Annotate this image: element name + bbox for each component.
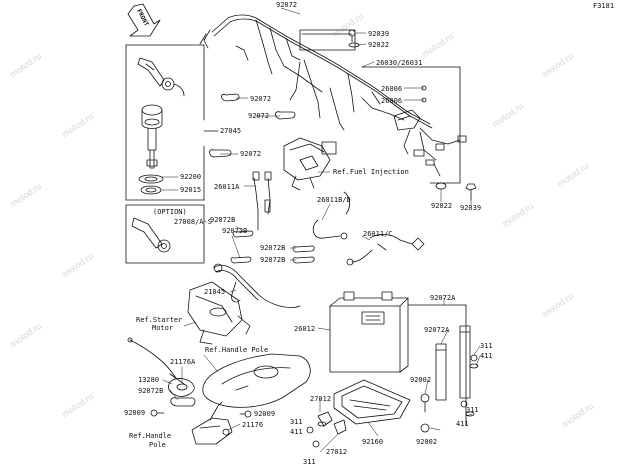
part-label[interactable]: 92022 [368, 41, 390, 49]
wiring-branch [403, 127, 467, 177]
part-label[interactable]: 92039 [368, 30, 390, 38]
part-label[interactable]: 26011B/D [317, 196, 351, 204]
part-label[interactable]: 21045 [204, 288, 226, 296]
part-label[interactable]: 27045 [220, 127, 242, 135]
ref-handle-pole-label[interactable]: Ref.Handle Pole [205, 346, 269, 354]
ignition-key [137, 57, 185, 97]
handle-pole-cover [202, 353, 311, 408]
washer-92022-lower [435, 182, 447, 190]
part-label[interactable]: 27008/A-S [174, 218, 212, 226]
front-arrow [127, 3, 161, 37]
terminal-27012 [317, 411, 347, 435]
connector-26030 [393, 85, 427, 131]
part-label[interactable]: 26011/C [363, 230, 393, 238]
ignition-coil [283, 137, 337, 191]
screw-92009 [150, 409, 252, 418]
part-label[interactable]: 26011A [214, 183, 240, 191]
callout-box-26030 [361, 66, 461, 184]
option-key [131, 217, 171, 253]
option-box [125, 204, 205, 264]
callout-box-92072a [407, 304, 467, 426]
part-label[interactable]: 411 [290, 428, 303, 436]
part-label[interactable]: 92002 [416, 438, 438, 446]
washer-92022 [348, 42, 360, 48]
sensor-26011c [346, 234, 425, 266]
part-label[interactable]: 92072A [424, 326, 450, 334]
option-label: (OPTION) [153, 208, 187, 216]
starter-motor [187, 281, 251, 345]
strap-92072a [435, 325, 471, 401]
part-label[interactable]: 92200 [180, 173, 202, 181]
bolt-92002 [420, 393, 430, 433]
part-label[interactable]: 26006 [381, 85, 403, 93]
part-label[interactable]: 92009 [124, 409, 146, 417]
ref-starter-motor-label[interactable]: Motor [152, 324, 174, 332]
nut-311-411 [306, 354, 479, 448]
part-label[interactable]: 26006 [381, 97, 403, 105]
bolt-92039 [348, 29, 356, 43]
part-label[interactable]: 27012 [326, 448, 348, 456]
part-label[interactable]: 92072 [240, 150, 262, 158]
part-label[interactable]: 411 [456, 420, 469, 428]
part-label[interactable]: 92022 [431, 202, 453, 210]
battery-tray [333, 379, 411, 425]
part-label[interactable]: 92160 [362, 438, 384, 446]
callout-box-27045 [125, 44, 219, 201]
part-label[interactable]: 311 [290, 418, 303, 426]
part-label[interactable]: 92072 [248, 112, 270, 120]
part-label[interactable]: 92072B [260, 256, 286, 264]
part-label[interactable]: 311 [303, 458, 316, 466]
ref-handle-pole-label[interactable]: Pole [149, 441, 166, 449]
sensor-26011bd [312, 191, 350, 240]
switch-21176a [168, 378, 195, 397]
part-label[interactable]: 26030/26031 [376, 59, 423, 67]
ref-fuel-injection-label[interactable]: Ref.Fuel Injection [333, 168, 409, 176]
part-label[interactable]: 21176A [170, 358, 196, 366]
part-label[interactable]: 26012 [294, 325, 316, 333]
part-label[interactable]: 311 [480, 342, 493, 350]
part-label[interactable]: 92072 [276, 1, 298, 9]
part-label[interactable]: 92015 [180, 186, 202, 194]
part-label[interactable]: 411 [480, 352, 493, 360]
handle-pole-bracket [191, 401, 233, 445]
washer-92200 [138, 174, 164, 184]
harness-bracket [299, 29, 356, 51]
part-label[interactable]: 92072B [260, 244, 286, 252]
ignition-switch [141, 104, 163, 169]
part-label[interactable]: 92002 [410, 376, 432, 384]
part-label[interactable]: 92039 [460, 204, 482, 212]
clamp-92072 [209, 93, 315, 264]
ref-starter-motor-label[interactable]: Ref.Starter [136, 316, 183, 324]
battery [329, 291, 409, 373]
part-label[interactable]: 92072B [138, 387, 164, 395]
bolt-92039-lower [465, 183, 477, 201]
sensor-26011a [252, 171, 272, 231]
part-label[interactable]: 13280 [138, 376, 160, 384]
leader-lines [161, 7, 481, 453]
part-label[interactable]: 92072A [430, 294, 456, 302]
part-label[interactable]: 27012 [310, 395, 332, 403]
part-label[interactable]: 21176 [242, 421, 264, 429]
ref-handle-pole-label[interactable]: Ref.Handle [129, 432, 172, 440]
clamp-92072b [170, 397, 196, 407]
part-label[interactable]: 92072B [222, 227, 248, 235]
starter-cable [213, 263, 301, 308]
part-label[interactable]: 311 [466, 406, 479, 414]
diagram-code: F3181 [593, 2, 615, 10]
part-label[interactable]: 92072 [250, 95, 272, 103]
part-label[interactable]: 92072B [210, 216, 236, 224]
main-harness [199, 14, 433, 131]
nut-92015 [140, 185, 162, 195]
part-label[interactable]: 92009 [254, 410, 276, 418]
